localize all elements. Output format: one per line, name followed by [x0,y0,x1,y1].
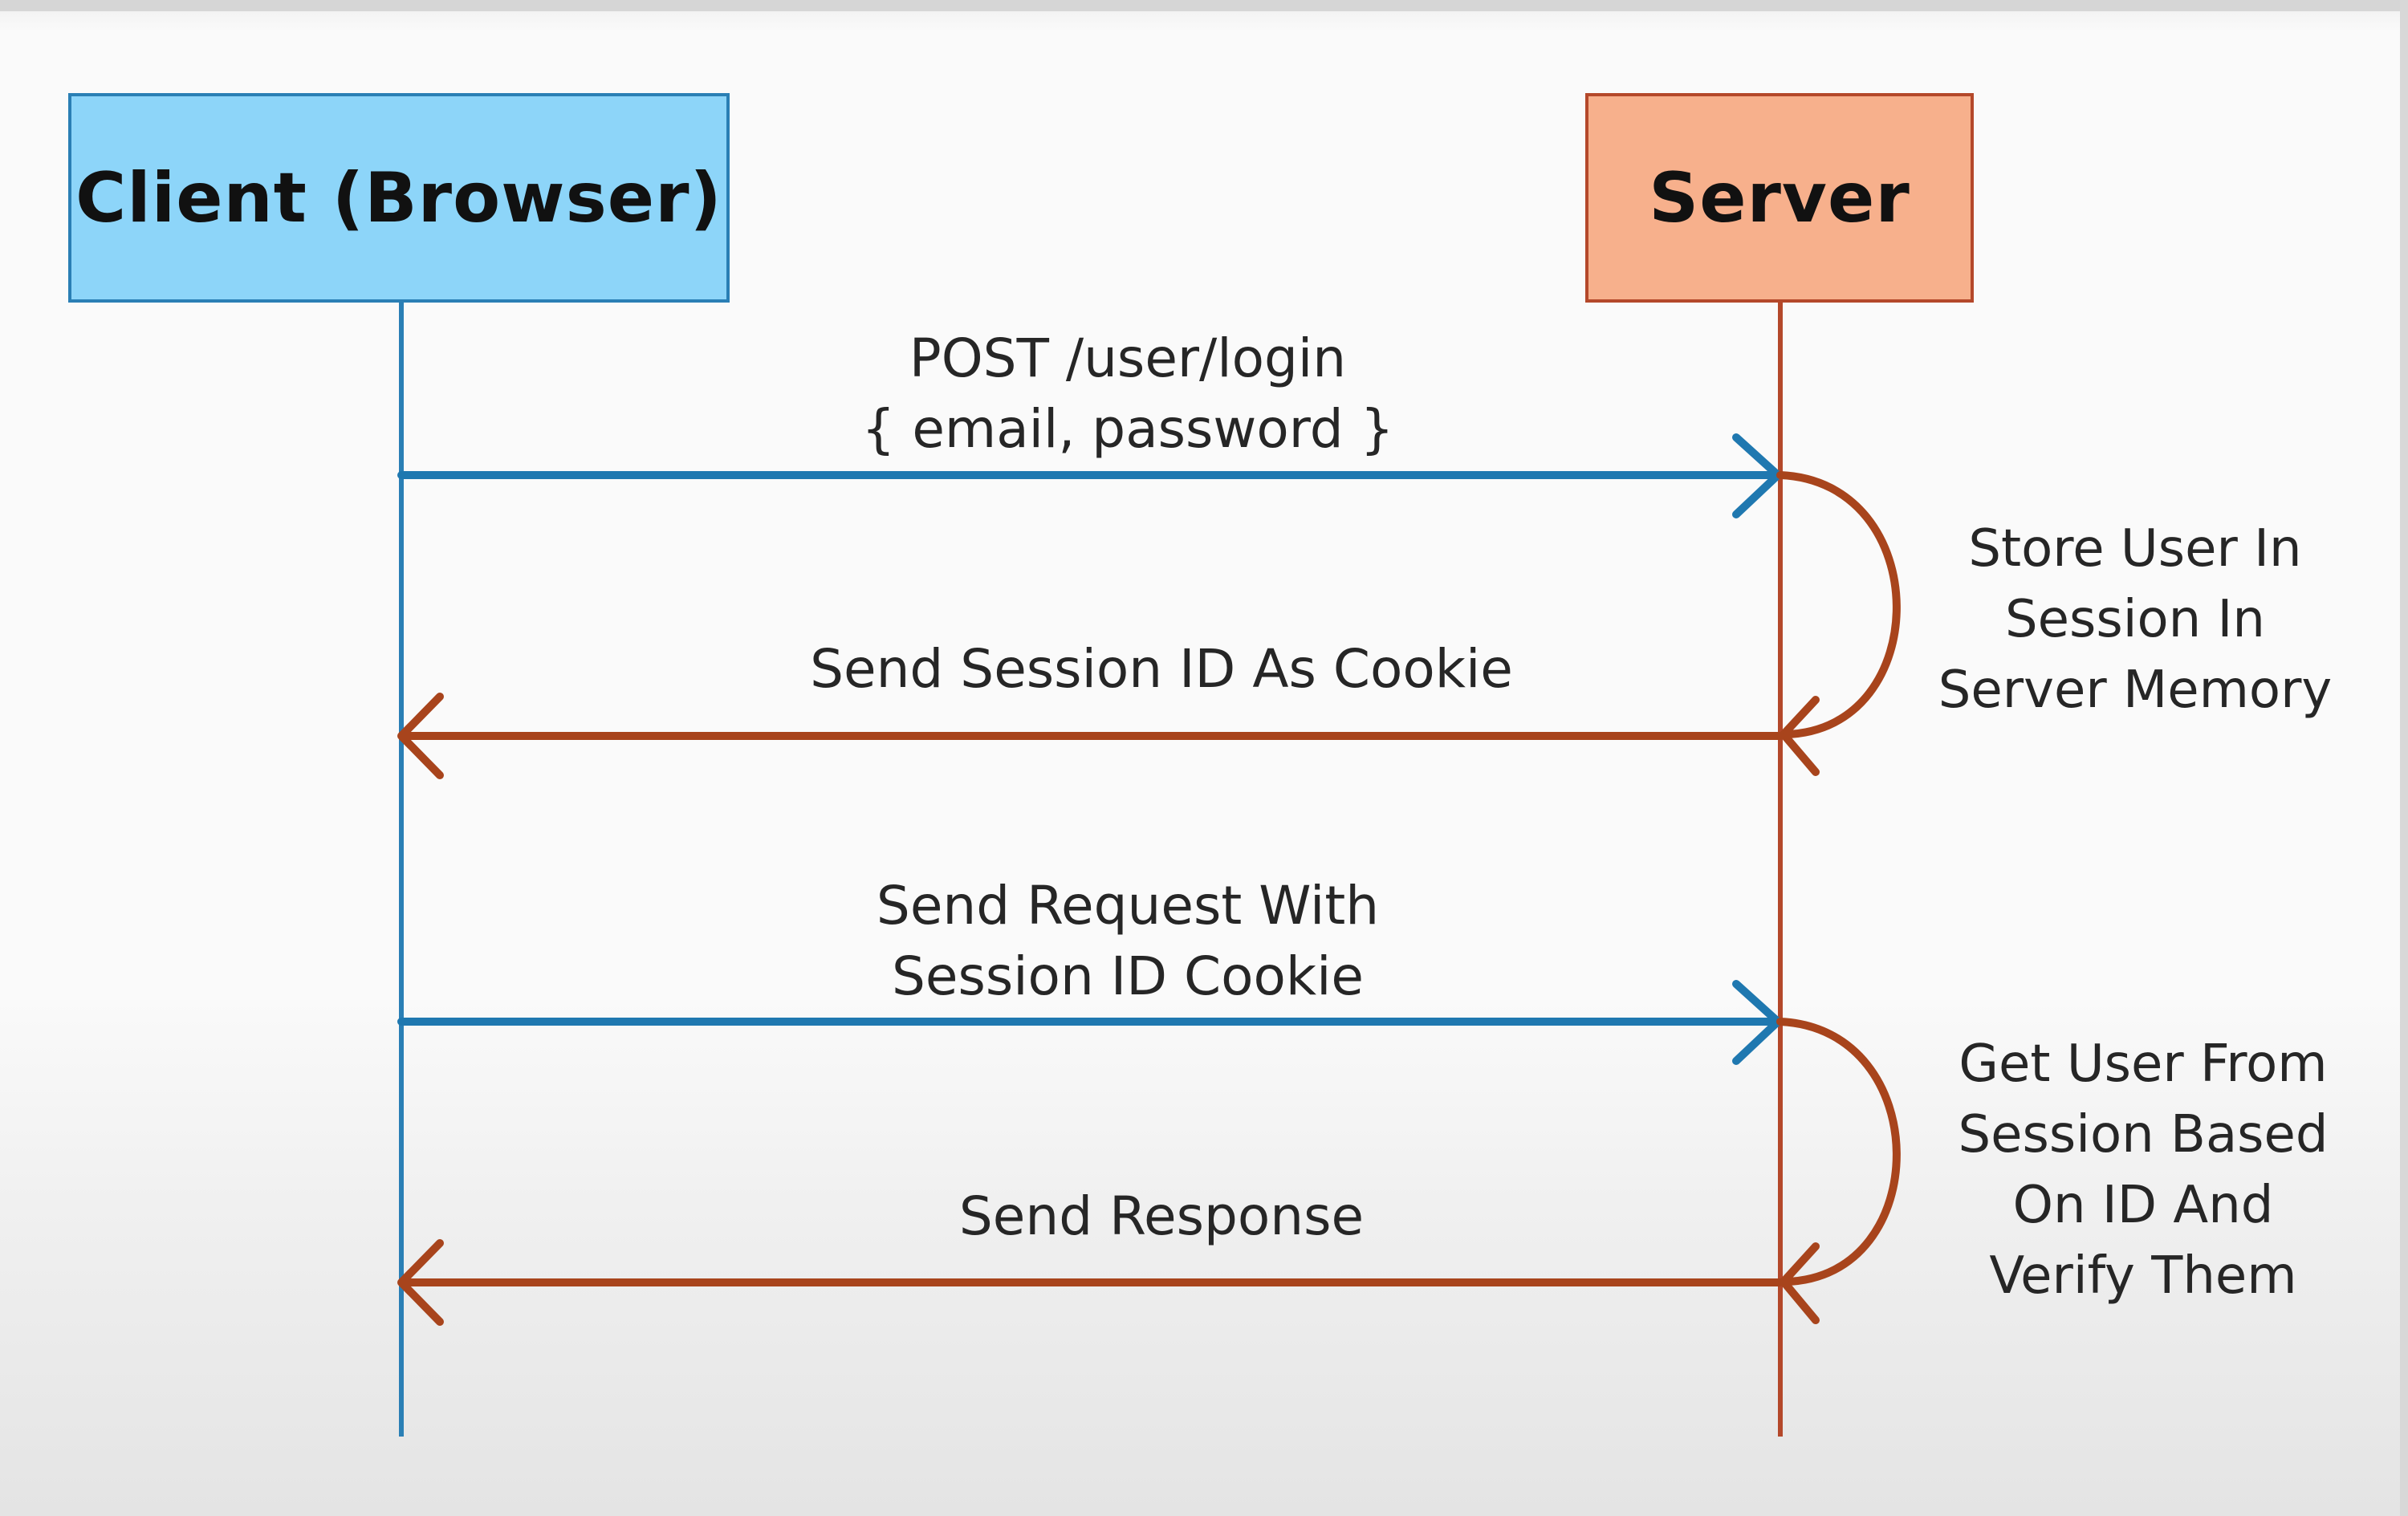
store-session-note: Store User In Session In Server Memory [1910,514,2360,725]
client-actor-label: Client (Browser) [75,157,722,238]
window-top-frame [0,0,2408,11]
store-session-note-line-3: Server Memory [1938,660,2333,720]
cookie-message-line-1: Send Session ID As Cookie [810,638,1513,700]
cookie-response-arrowhead [397,693,444,779]
request-message-label: Send Request With Session ID Cookie [726,871,1529,1012]
client-actor-box: Client (Browser) [68,93,730,303]
store-session-loop [1776,471,1901,776]
verify-session-note-line-4: Verify Them [1989,1246,2297,1306]
store-session-note-line-2: Session In [2005,590,2265,649]
store-session-note-line-1: Store User In [1968,519,2302,579]
response-message-label: Send Response [760,1181,1563,1252]
server-actor-box: Server [1585,93,1974,303]
verify-session-note-line-3: On ID And [2012,1176,2274,1235]
request-message-line-1: Send Request With [876,875,1380,937]
login-message-line-2: { email, password } [861,398,1394,460]
verify-session-note-line-2: Session Based [1958,1105,2329,1164]
cookie-response-arrow [397,693,1784,779]
login-message-line-1: POST /user/login [909,327,1347,389]
server-actor-label: Server [1649,157,1910,238]
verify-session-note-line-1: Get User From [1959,1034,2328,1094]
login-message-label: POST /user/login { email, password } [726,323,1529,465]
cookie-message-label: Send Session ID As Cookie [680,634,1643,705]
final-response-arrowhead [397,1239,444,1326]
final-response-arrow [397,1239,1784,1326]
verify-session-loop [1776,1018,1901,1324]
response-message-line-1: Send Response [958,1185,1365,1247]
window-right-frame [2400,0,2408,1516]
request-message-line-2: Session ID Cookie [891,945,1365,1007]
verify-session-note: Get User From Session Based On ID And Ve… [1918,1029,2368,1311]
